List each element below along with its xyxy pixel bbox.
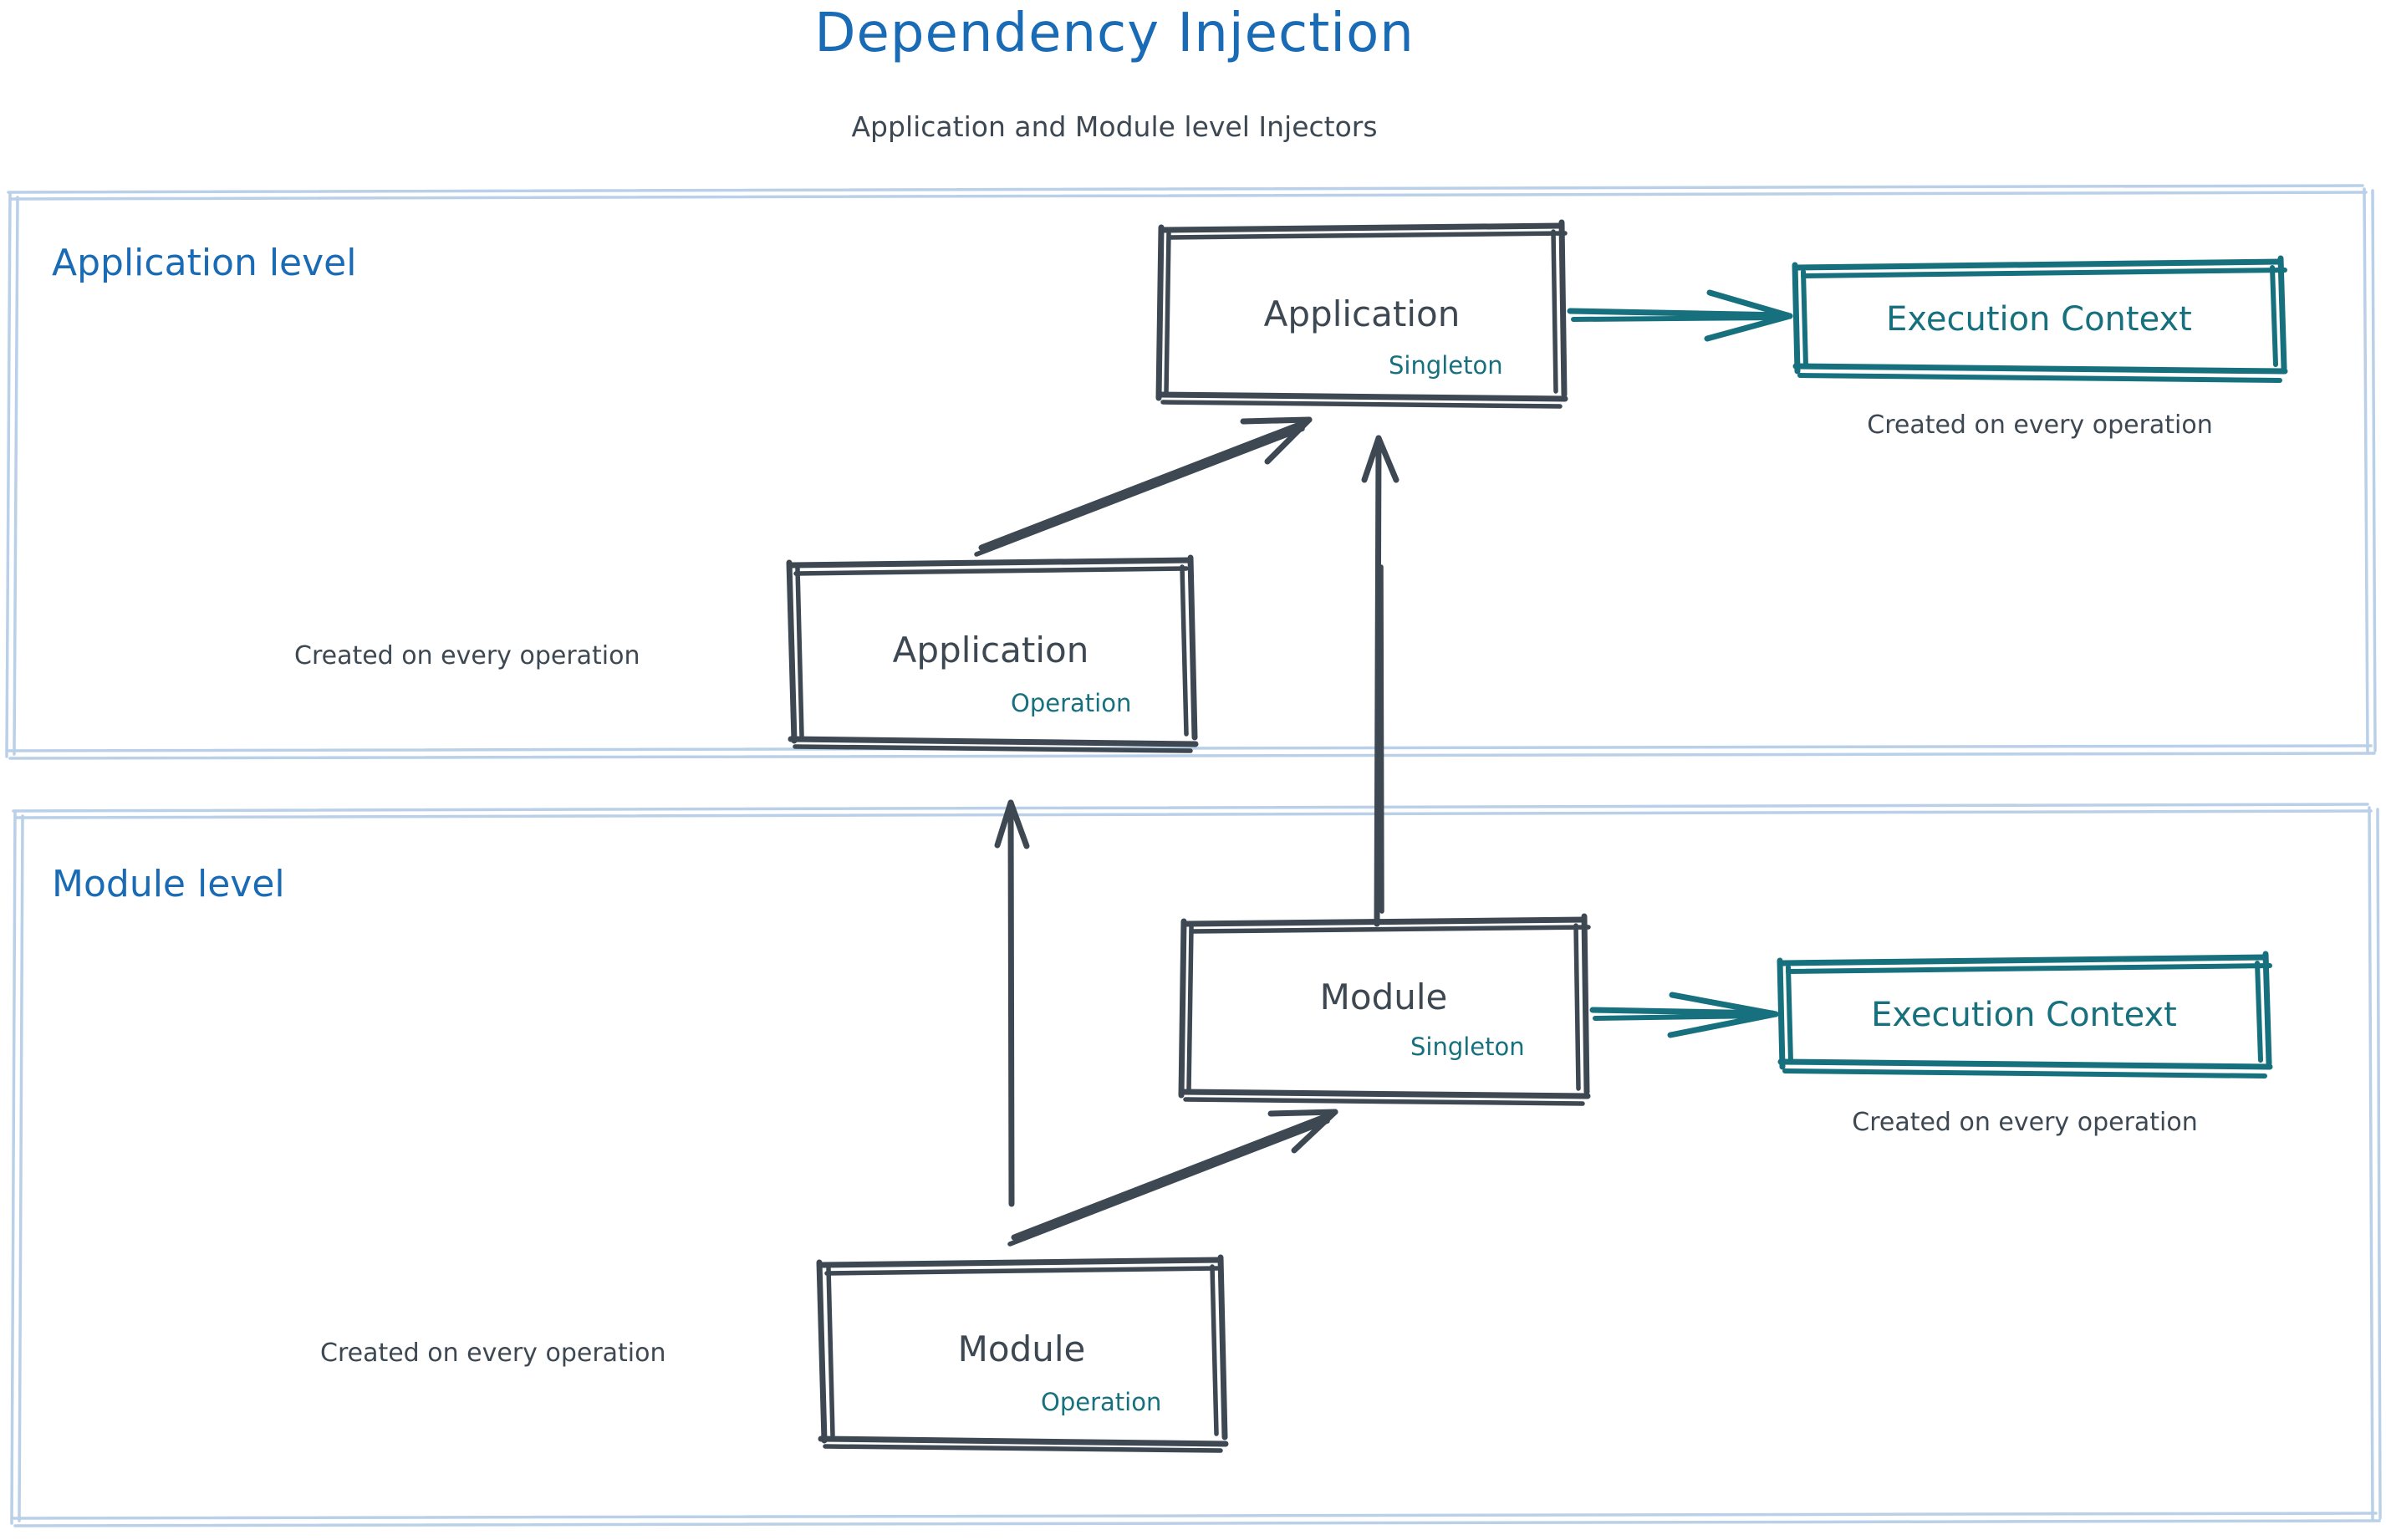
page-subtitle: Application and Module level Injectors <box>851 110 1378 143</box>
application-level-panel-border <box>5 184 2377 760</box>
module-singleton-scope: Singleton <box>1410 1033 1525 1061</box>
module-singleton-label: Module <box>1319 977 1448 1017</box>
application-singleton-box-outline <box>1155 219 1568 409</box>
panel-title-module-level: Module level <box>52 863 285 905</box>
module-level-panel-border <box>10 803 2382 1527</box>
note-application-execution-context: Created on every operation <box>1867 410 2213 440</box>
module-operation-scope: Operation <box>1041 1388 1162 1416</box>
arrow-application-operation-to-singleton <box>974 416 1313 557</box>
arrow-module-operation-to-singleton <box>1007 1109 1338 1247</box>
note-module-execution-context: Created on every operation <box>1852 1108 2198 1137</box>
application-operation-scope: Operation <box>1011 689 1132 717</box>
arrow-application-to-execution-context <box>1567 289 1793 342</box>
note-module-operation: Created on every operation <box>320 1339 666 1368</box>
execution-context-module-box-outline <box>1777 951 2273 1079</box>
application-singleton-label: Application <box>1263 293 1461 334</box>
execution-context-module-label: Execution Context <box>1871 996 2177 1034</box>
application-singleton-scope: Singleton <box>1389 351 1503 380</box>
application-operation-box-outline <box>786 554 1199 753</box>
module-operation-label: Module <box>957 1328 1086 1369</box>
module-singleton-box-outline <box>1178 913 1591 1106</box>
execution-context-application-box-outline <box>1792 255 2288 383</box>
execution-context-application-label: Execution Context <box>1886 300 2192 339</box>
panel-title-application-level: Application level <box>52 242 357 284</box>
note-application-operation: Created on every operation <box>294 641 640 671</box>
arrow-module-to-execution-context <box>1589 992 1779 1038</box>
arrow-module-level-to-application-level <box>994 799 1030 1207</box>
application-operation-label: Application <box>892 630 1089 671</box>
arrow-module-singleton-to-application-singleton <box>1361 435 1399 927</box>
module-operation-box-outline <box>816 1254 1229 1453</box>
page-title: Dependency Injection <box>814 3 1415 64</box>
